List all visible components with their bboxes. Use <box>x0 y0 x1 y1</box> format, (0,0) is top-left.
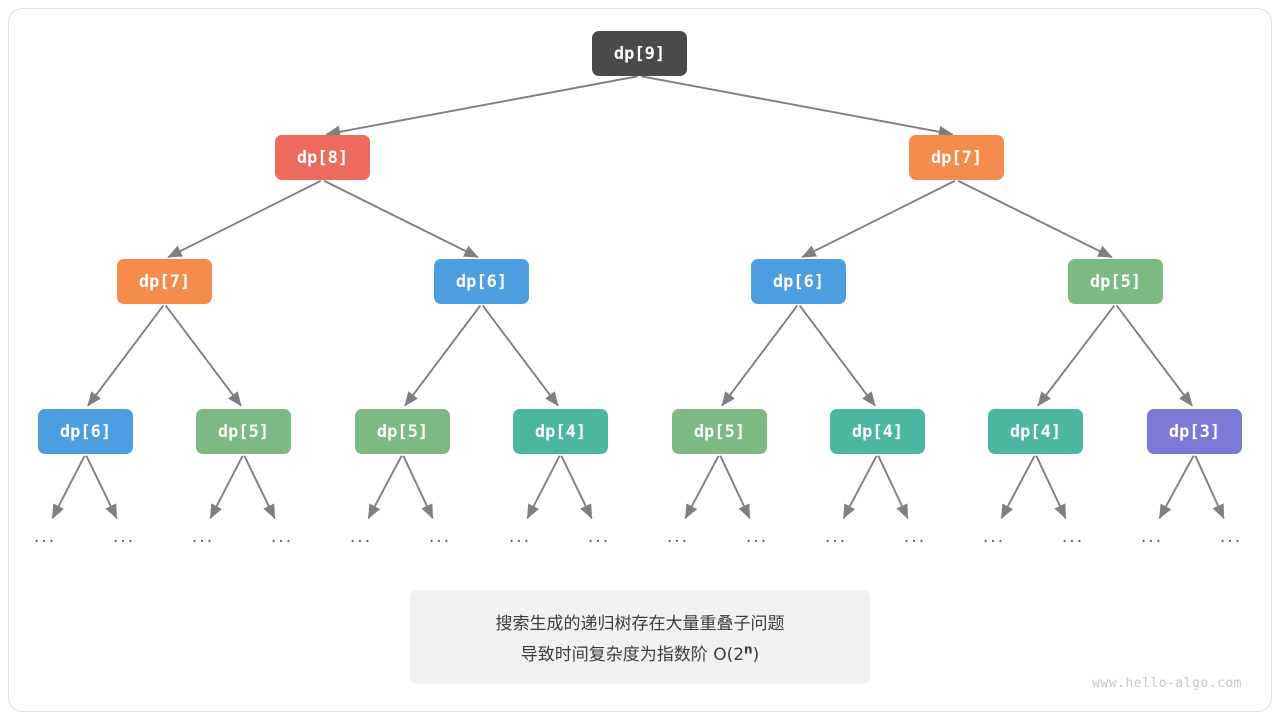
ellipsis-3: ... <box>270 527 294 547</box>
node-dp4-13: dp[4] <box>988 409 1083 454</box>
caption-box: 搜索生成的递归树存在大量重叠子问题 导致时间复杂度为指数阶 O(2n) <box>410 590 870 684</box>
edge-n10-ellipsis-1 <box>560 455 593 519</box>
ellipsis-15: ... <box>1219 527 1243 547</box>
ellipsis-10: ... <box>824 527 848 547</box>
ellipsis-4: ... <box>349 527 373 547</box>
edge-n9-ellipsis-0 <box>367 455 403 520</box>
edge-n4-n10 <box>481 305 559 407</box>
edge-n5-n12 <box>798 305 876 407</box>
node-dp5-9: dp[5] <box>355 409 450 454</box>
edge-n0-n1 <box>325 75 638 138</box>
edge-n14-ellipsis-1 <box>1194 455 1225 519</box>
ellipsis-9: ... <box>745 527 769 547</box>
caption-big-o: O(2 <box>713 645 745 665</box>
edge-n3-n7 <box>87 305 165 407</box>
caption-paren-close: ) <box>752 645 760 665</box>
node-dp6-5: dp[6] <box>751 259 846 304</box>
edge-n8-ellipsis-0 <box>209 455 244 520</box>
edge-n9-ellipsis-1 <box>402 455 434 519</box>
ellipsis-8: ... <box>666 527 690 547</box>
ellipsis-2: ... <box>191 527 215 547</box>
node-dp5-6: dp[5] <box>1068 259 1163 304</box>
edge-n6-n14 <box>1115 305 1193 407</box>
edge-n11-ellipsis-1 <box>719 455 751 519</box>
watermark: www.hello-algo.com <box>1092 676 1242 691</box>
node-dp6-7: dp[6] <box>38 409 133 454</box>
edge-n4-n9 <box>404 305 482 407</box>
edge-n3-n8 <box>164 305 242 407</box>
caption-complexity-prefix: 导致时间复杂度为指数阶 <box>520 645 714 665</box>
node-dp9-0: dp[9] <box>592 31 687 76</box>
node-dp6-4: dp[6] <box>434 259 529 304</box>
edge-n2-n6 <box>957 180 1113 259</box>
node-dp7-2: dp[7] <box>909 135 1004 180</box>
ellipsis-5: ... <box>428 527 452 547</box>
edge-n5-n11 <box>721 305 799 407</box>
ellipsis-11: ... <box>903 527 927 547</box>
edge-n14-ellipsis-0 <box>1158 455 1195 520</box>
ellipsis-14: ... <box>1140 527 1164 547</box>
edge-n12-ellipsis-1 <box>877 455 909 519</box>
ellipsis-6: ... <box>508 527 532 547</box>
ellipsis-0: ... <box>33 527 57 547</box>
edge-n13-ellipsis-1 <box>1035 455 1067 519</box>
ellipsis-13: ... <box>1061 527 1085 547</box>
node-dp5-8: dp[5] <box>196 409 291 454</box>
edge-n7-ellipsis-0 <box>51 455 86 520</box>
edge-n2-n5 <box>801 180 956 259</box>
ellipsis-1: ... <box>112 527 136 547</box>
node-dp4-10: dp[4] <box>513 409 608 454</box>
ellipsis-7: ... <box>587 527 611 547</box>
edge-n8-ellipsis-1 <box>243 455 276 519</box>
edge-n13-ellipsis-0 <box>1000 455 1036 520</box>
edge-n6-n13 <box>1037 305 1116 407</box>
edge-n1-n4 <box>323 180 479 259</box>
node-dp5-11: dp[5] <box>672 409 767 454</box>
caption-exponent: n <box>744 642 753 657</box>
node-dp7-3: dp[7] <box>117 259 212 304</box>
edge-n0-n2 <box>641 75 954 138</box>
node-dp4-12: dp[4] <box>830 409 925 454</box>
node-dp3-14: dp[3] <box>1147 409 1242 454</box>
caption-line-2: 导致时间复杂度为指数阶 O(2n) <box>521 640 759 665</box>
node-dp8-1: dp[8] <box>275 135 370 180</box>
edge-n1-n3 <box>167 180 322 259</box>
caption-line-1: 搜索生成的递归树存在大量重叠子问题 <box>495 614 785 634</box>
edge-n11-ellipsis-0 <box>684 455 720 520</box>
edge-n10-ellipsis-0 <box>526 455 561 520</box>
edge-n12-ellipsis-0 <box>842 455 878 520</box>
ellipsis-12: ... <box>982 527 1006 547</box>
edge-n7-ellipsis-1 <box>85 455 118 519</box>
